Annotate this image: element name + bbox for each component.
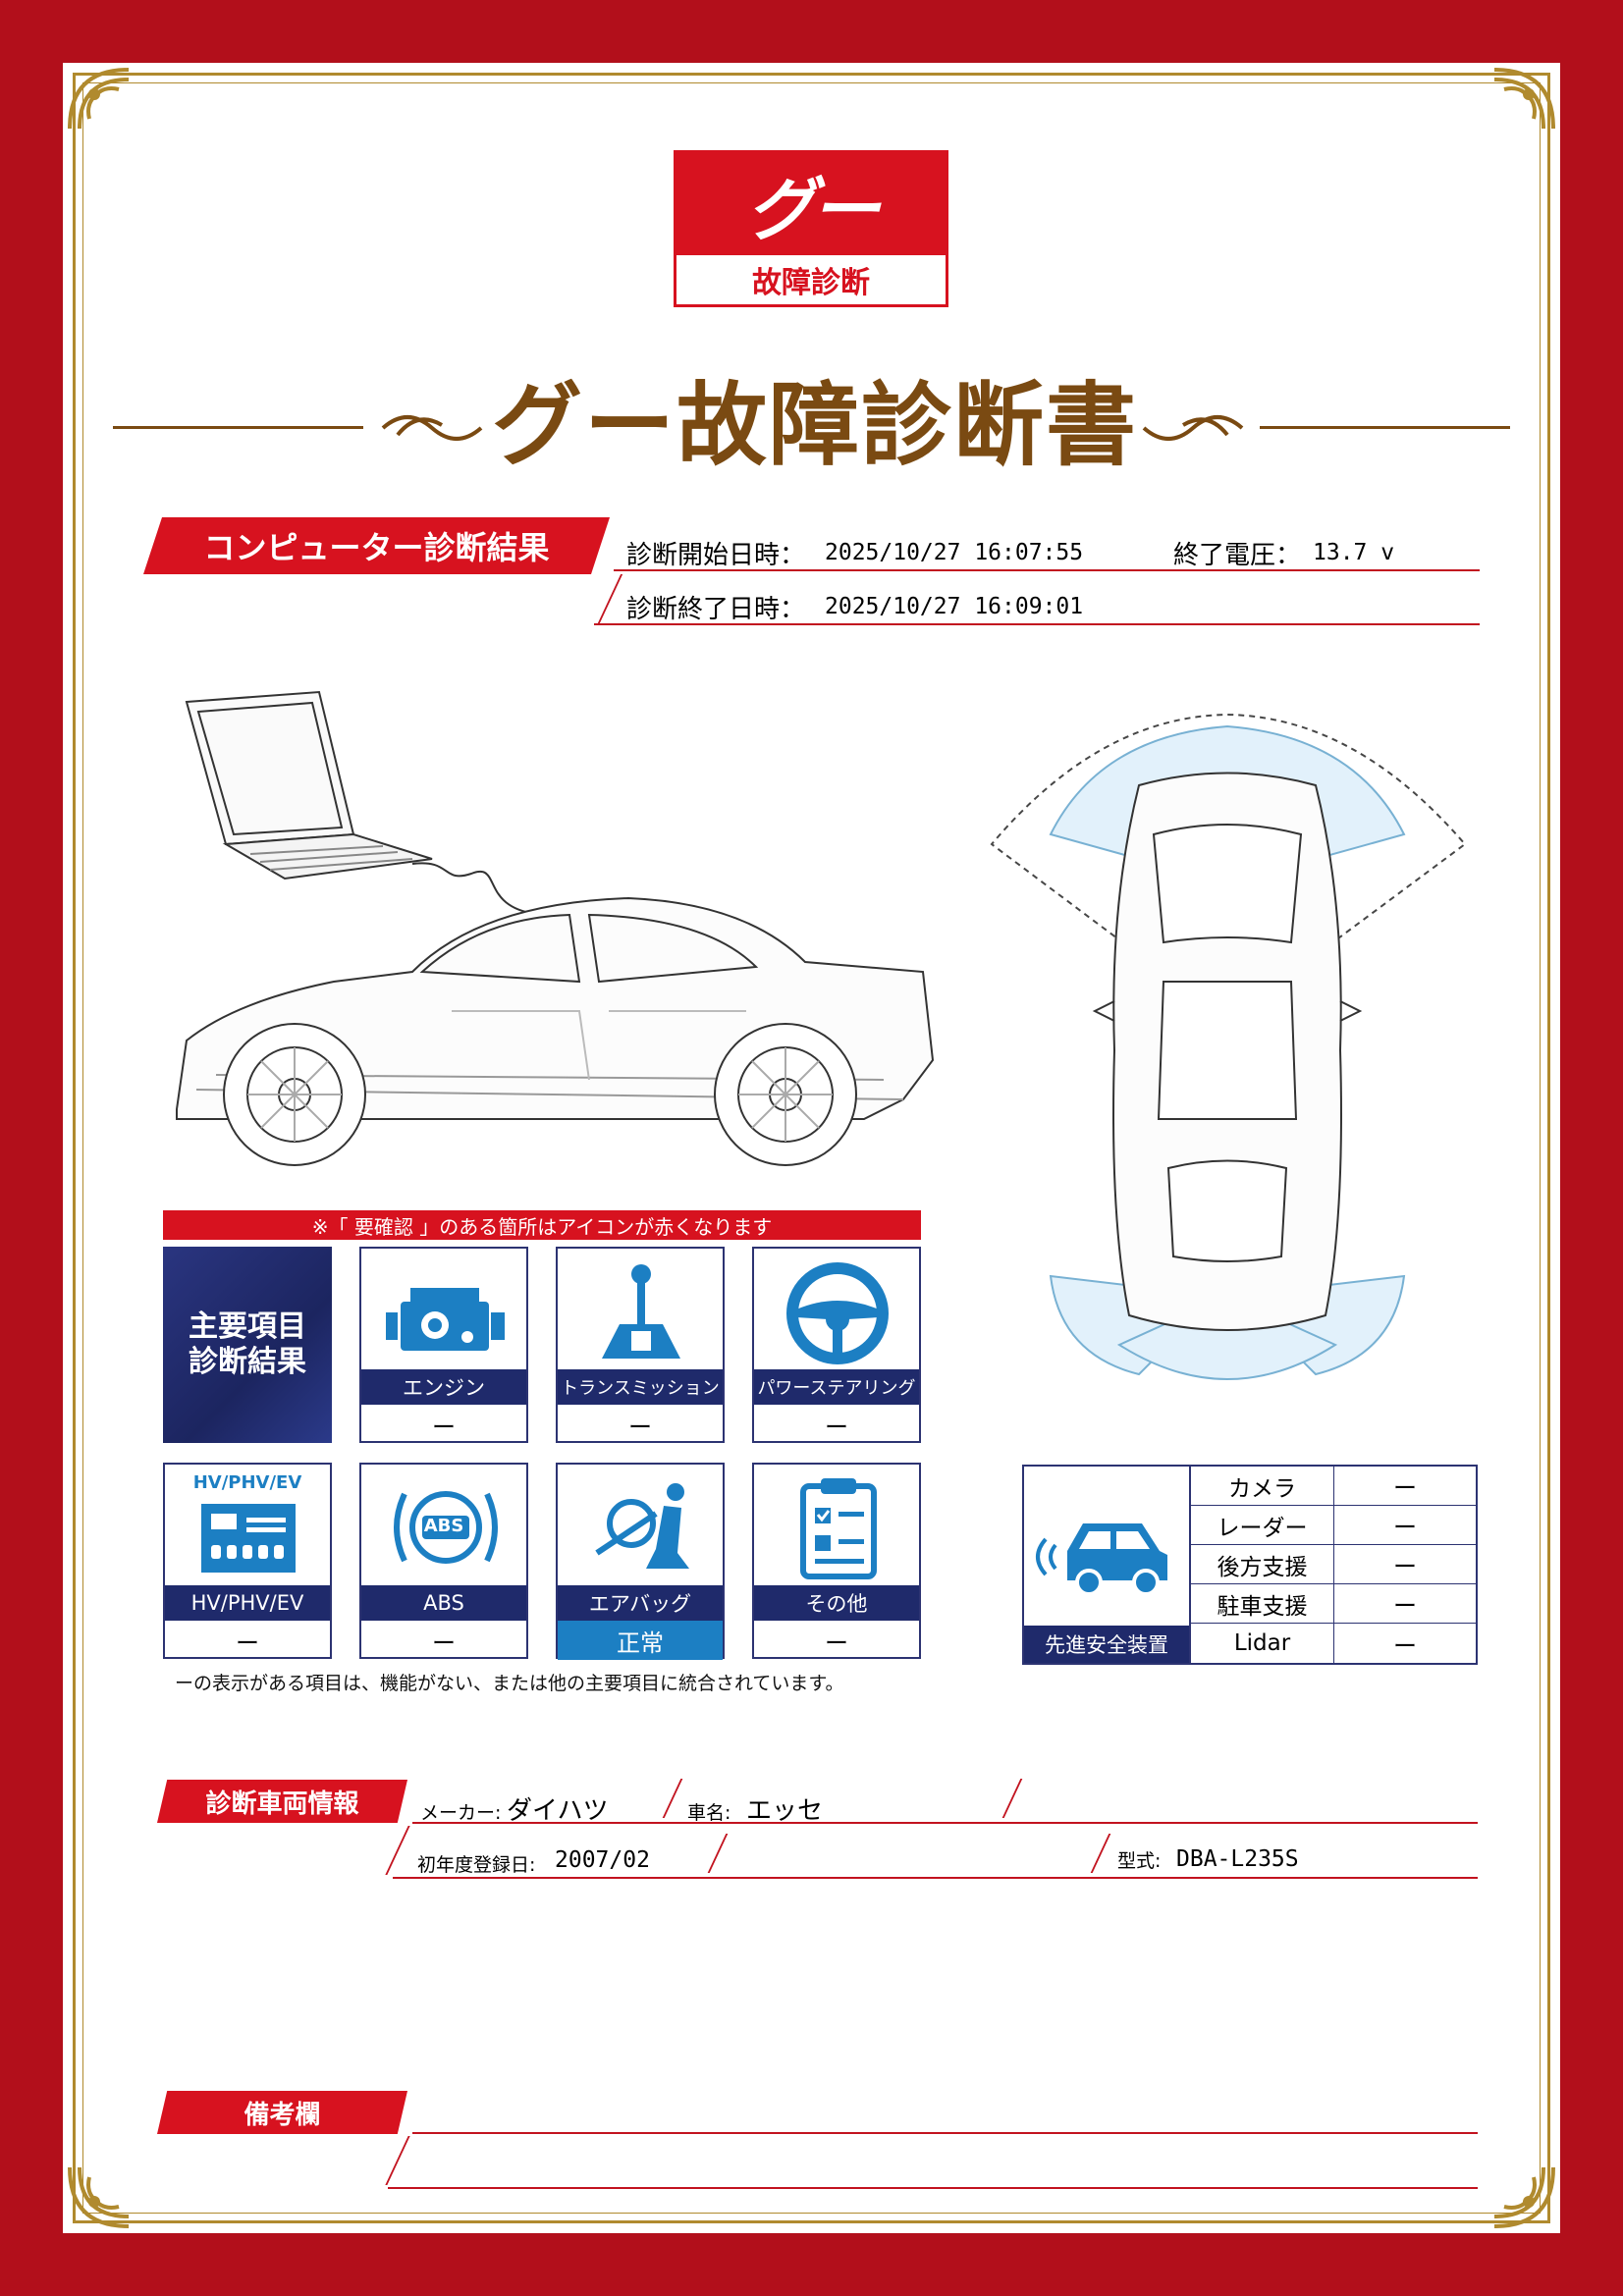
start-value: 2025/10/27 16:07:55 xyxy=(825,540,1084,565)
corner-ornament-icon xyxy=(1493,2166,1555,2228)
result-value: ー xyxy=(432,1629,456,1657)
airbag-icon xyxy=(595,1483,689,1569)
document-title: グー故障診断書 xyxy=(491,372,1138,478)
registration-label: 初年度登録日: xyxy=(417,1854,536,1876)
result-value: ー xyxy=(825,1629,848,1657)
logo-caption: 故障診断 xyxy=(752,266,870,300)
goo-logo: グー 故障診断 xyxy=(674,150,948,307)
title-flourish-left-icon xyxy=(381,415,483,441)
hybrid-battery-icon xyxy=(201,1504,296,1573)
logo-mark: グー xyxy=(676,153,946,255)
main-results-header: 主要項目 診断結果 xyxy=(163,1247,332,1443)
abs-icon xyxy=(394,1491,498,1564)
voltage-label: 終了電圧： xyxy=(1173,541,1302,570)
model-value: エッセ xyxy=(746,1796,824,1826)
result-value: ー xyxy=(628,1413,652,1441)
adas-value: ー xyxy=(1393,1553,1417,1580)
adas-name: レーダー xyxy=(1191,1506,1334,1544)
type-value: DBA-L235S xyxy=(1176,1846,1299,1872)
adas-name: カメラ xyxy=(1191,1467,1334,1505)
type-label: 型式: xyxy=(1117,1850,1162,1872)
result-tile-engine: エンジン ー xyxy=(359,1247,528,1443)
result-label: HV/PHV/EV xyxy=(165,1585,330,1621)
adas-row: Lidar ー xyxy=(1191,1624,1476,1663)
result-tile-transmission: トランスミッション ー xyxy=(556,1247,725,1443)
adas-row: 駐車支援 ー xyxy=(1191,1584,1476,1624)
steering-wheel-icon xyxy=(786,1262,889,1364)
results-footnote: ーの表示がある項目は、機能がない、または他の主要項目に統合されています。 xyxy=(175,1673,844,1694)
vehicle-underline-2 xyxy=(393,1877,1478,1879)
result-label: エアバッグ xyxy=(558,1585,723,1621)
adas-label: 先進安全装置 xyxy=(1024,1626,1189,1663)
gold-frame xyxy=(73,73,1550,2223)
adas-name: 後方支援 xyxy=(1191,1545,1334,1583)
remarks-section-label: 備考欄 xyxy=(157,2091,407,2134)
clipboard-icon xyxy=(800,1478,877,1579)
corner-ornament-icon xyxy=(68,68,130,130)
result-value: ー xyxy=(236,1629,259,1657)
result-tile-abs: ABS ABS ー xyxy=(359,1463,528,1659)
vehicle-section-label: 診断車両情報 xyxy=(157,1780,407,1823)
adas-value: ー xyxy=(1393,1514,1417,1541)
result-value: ー xyxy=(825,1413,848,1441)
car-sensor-icon xyxy=(1036,1523,1167,1596)
gear-shift-icon xyxy=(602,1264,680,1359)
voltage-value: 13.7 v xyxy=(1313,540,1395,565)
end-label: 診断終了日時： xyxy=(626,595,806,624)
notice-bar: ※「 要確認 」のある箇所はアイコンが赤くなります xyxy=(163,1210,921,1240)
start-label: 診断開始日時： xyxy=(626,541,806,570)
result-label: その他 xyxy=(754,1585,919,1621)
adas-name: Lidar xyxy=(1191,1624,1334,1663)
result-tile-power-steering: パワーステアリング ー xyxy=(752,1247,921,1443)
title-rule-right xyxy=(1260,426,1510,429)
adas-value: ー xyxy=(1393,1631,1417,1660)
result-value-ok: 正常 xyxy=(558,1621,723,1660)
registration-value: 2007/02 xyxy=(555,1847,650,1873)
diagnosis-section-label: コンピューター診断結果 xyxy=(143,517,610,574)
adas-value: ー xyxy=(1393,1474,1417,1502)
adas-value: ー xyxy=(1393,1592,1417,1620)
remarks-underline-2 xyxy=(388,2187,1478,2189)
corner-ornament-icon xyxy=(68,2166,130,2228)
car-side-illustration xyxy=(176,690,935,1166)
result-label: トランスミッション xyxy=(558,1369,723,1405)
remarks-underline-1 xyxy=(412,2132,1478,2134)
vehicle-underline-1 xyxy=(412,1822,1478,1824)
result-label: ABS xyxy=(361,1585,526,1621)
car-top-illustration xyxy=(990,713,1467,1380)
engine-icon xyxy=(386,1288,505,1351)
result-label: パワーステアリング xyxy=(754,1369,919,1405)
gold-frame-inner xyxy=(82,82,1541,2214)
result-tile-airbag: エアバッグ 正常 xyxy=(556,1463,725,1660)
result-tile-hv: HV/PHV/EV HV/PHV/EV ー xyxy=(163,1463,332,1659)
maker-value: ダイハツ xyxy=(507,1796,609,1826)
adas-row: レーダー ー xyxy=(1191,1506,1476,1545)
title-flourish-right-icon xyxy=(1142,415,1244,441)
start-underline xyxy=(614,569,1480,571)
result-value: ー xyxy=(432,1413,456,1441)
abs-icon-text: ABS xyxy=(423,1516,464,1536)
end-value: 2025/10/27 16:09:01 xyxy=(825,594,1084,619)
maker-label: メーカー: xyxy=(420,1802,502,1824)
end-underline xyxy=(594,623,1480,625)
title-rule-left xyxy=(113,426,363,429)
corner-ornament-icon xyxy=(1493,68,1555,130)
adas-row: カメラ ー xyxy=(1191,1467,1476,1506)
result-tile-other: その他 ー xyxy=(752,1463,921,1659)
hv-icon-text: HV/PHV/EV xyxy=(192,1472,302,1493)
model-label: 車名: xyxy=(687,1802,731,1824)
result-label: エンジン xyxy=(361,1369,526,1405)
adas-row: 後方支援 ー xyxy=(1191,1545,1476,1584)
adas-name: 駐車支援 xyxy=(1191,1584,1334,1623)
adas-tile: 先進安全装置 xyxy=(1022,1465,1191,1665)
